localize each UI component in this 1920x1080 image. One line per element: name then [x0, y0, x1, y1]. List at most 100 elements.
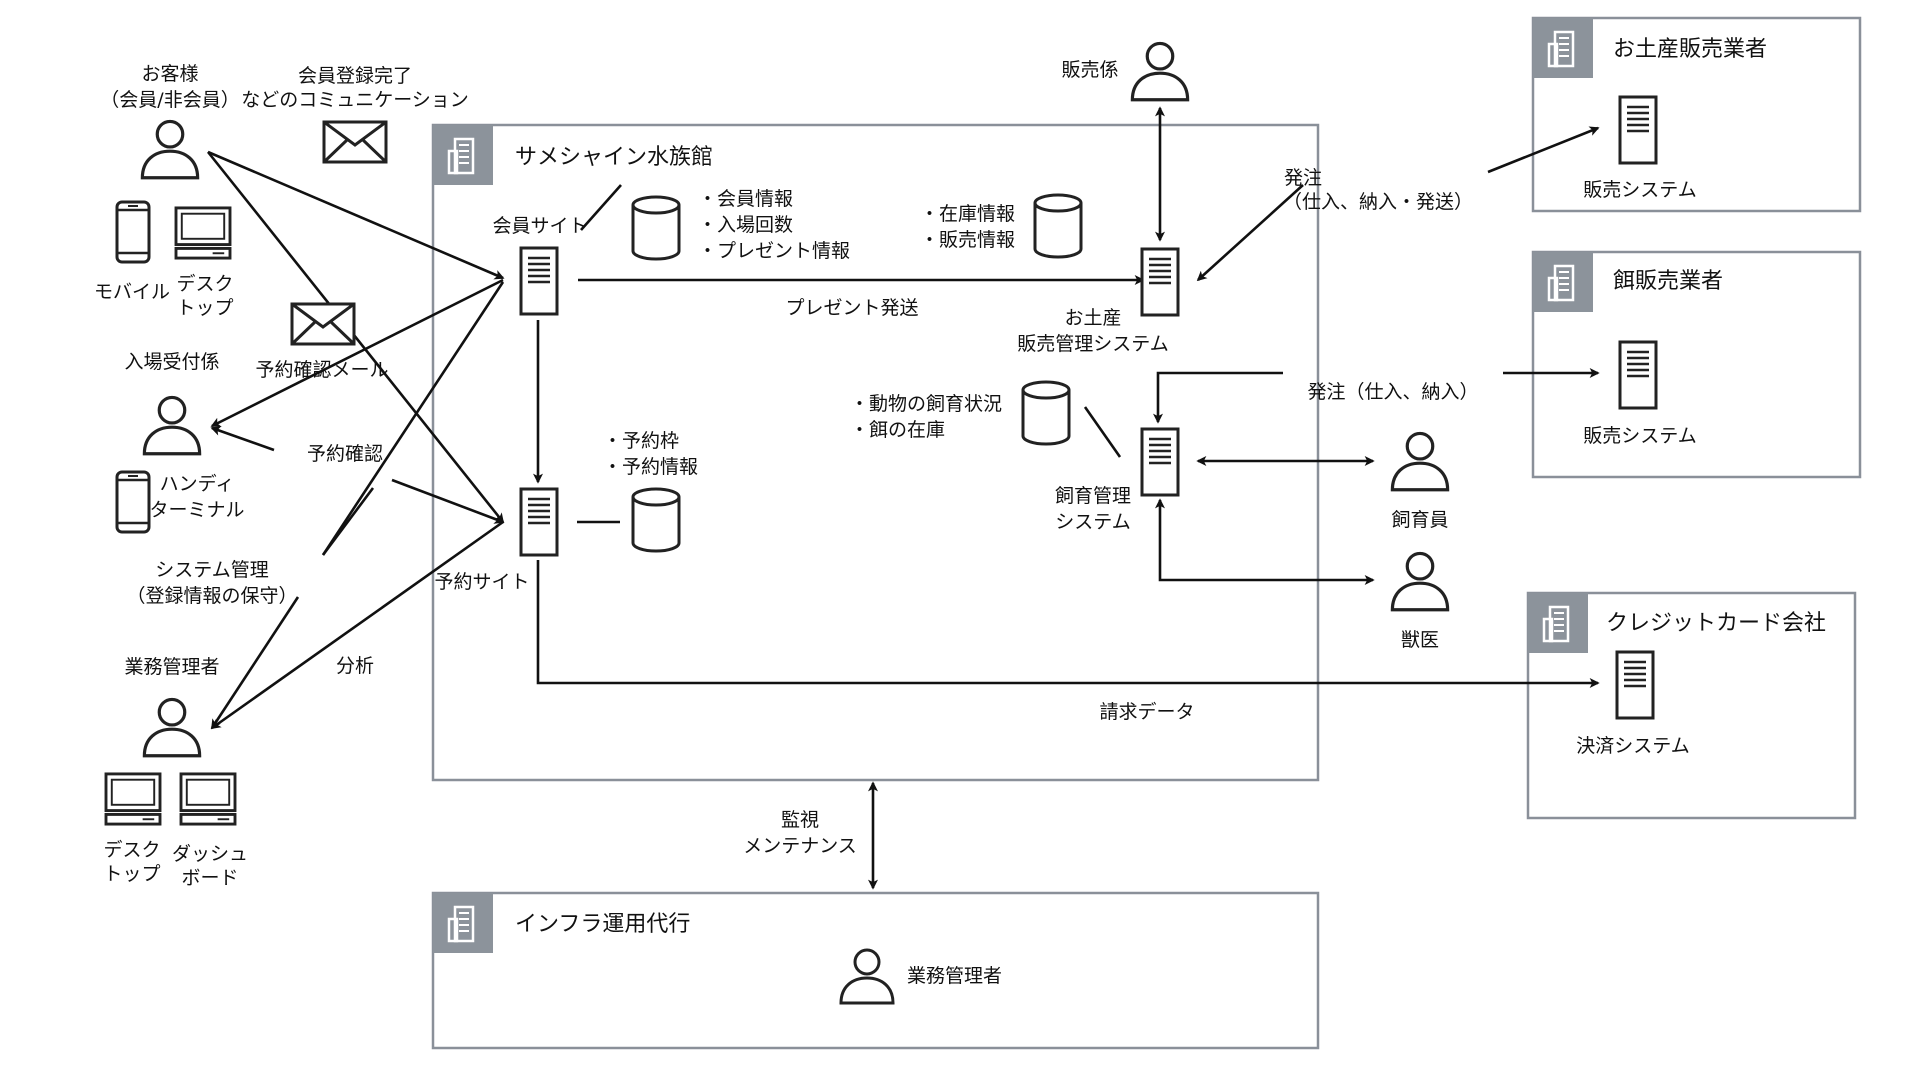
- desktop-admin-label-2: トップ: [103, 863, 160, 885]
- feed-vendor-system: 販売システム: [1583, 340, 1697, 447]
- member-db-item-2: ・入場回数: [698, 214, 793, 236]
- desktop-label-2: トップ: [176, 297, 233, 319]
- dashboard-icon: [179, 772, 237, 826]
- present-delivery-label: プレゼント発送: [785, 297, 918, 319]
- arrow-reservation-site-admin: [210, 520, 504, 730]
- souvenir-db-item-2: ・販売情報: [920, 229, 1015, 251]
- order-feed-label: 発注（仕入、納入）: [1307, 381, 1478, 403]
- arrow-billing-data: [536, 560, 1600, 688]
- group-infra: インフラ運用代行: [431, 891, 1320, 1050]
- smartphone-icon: [115, 200, 151, 264]
- arrow-feed-order-breeding: [1153, 371, 1283, 424]
- server-icon: [1618, 95, 1658, 165]
- group-souvenir-vendor-title: お土産販売業者: [1613, 37, 1767, 62]
- feed-vendor-system-label: 販売システム: [1583, 425, 1696, 447]
- desktop-icon: [104, 772, 162, 826]
- connections: [206, 106, 1600, 890]
- order-souvenir: 発注 （仕入、納入・発送）: [1283, 167, 1473, 213]
- member-comm-label: 会員登録完了: [298, 65, 412, 87]
- group-credit-company: クレジットカード会社: [1526, 591, 1857, 820]
- device-dashboard: ダッシュ ボード: [172, 772, 248, 889]
- reservation-db: ・予約枠 ・予約情報: [603, 430, 698, 553]
- server-icon: [1618, 340, 1658, 410]
- mail-icon: [290, 302, 356, 346]
- monitoring: 監視 メンテナンス: [743, 809, 857, 857]
- entrance-staff-label: 入場受付係: [124, 351, 219, 373]
- arrow-system-admin-admin: [210, 596, 300, 730]
- person-icon: [1390, 431, 1450, 492]
- breeding-system-label-2: システム: [1055, 511, 1130, 533]
- breeding-system: 飼育管理 システム: [1055, 427, 1180, 533]
- member-comm: 会員登録完了 などのコミュニケーション: [241, 65, 469, 164]
- member-site: 会員サイト: [492, 215, 588, 316]
- arrow-order-to-vendor: [1487, 126, 1600, 174]
- keeper-label: 飼育員: [1391, 509, 1448, 531]
- customer-sublabel: （会員/非会員）: [100, 89, 239, 111]
- monitoring-sublabel: メンテナンス: [743, 835, 857, 857]
- desktop-admin-label: デスク: [103, 839, 160, 861]
- database-icon: [1021, 380, 1071, 446]
- arrow-order-to-souvenir: [1196, 184, 1304, 282]
- system-admin: システム管理 （登録情報の保守）: [126, 559, 297, 607]
- server-icon: [519, 487, 559, 557]
- device-mobile: モバイル: [94, 200, 170, 303]
- handy-label-2: ターミナル: [149, 499, 244, 521]
- building-icon: [433, 893, 493, 953]
- dashboard-label: ダッシュ: [172, 843, 248, 865]
- device-handy: ハンディ ターミナル: [115, 470, 245, 534]
- payment-system: 決済システム: [1576, 650, 1690, 757]
- sales-staff: 販売係: [1061, 41, 1190, 102]
- desktop-icon: [174, 206, 232, 260]
- customer-label: お客様: [141, 63, 198, 85]
- person-icon: [1390, 551, 1450, 612]
- reservation-mail-label: 予約確認メール: [255, 359, 388, 381]
- infra-admin-label: 業務管理者: [907, 965, 1002, 987]
- souvenir-vendor-system-label: 販売システム: [1583, 179, 1696, 201]
- souvenir-db: ・在庫情報 ・販売情報: [920, 193, 1083, 259]
- person-icon: [140, 119, 200, 180]
- arrow-reservation-check-site: [391, 478, 505, 524]
- payment-system-label: 決済システム: [1576, 735, 1689, 757]
- line-member-site-admin: [321, 281, 505, 556]
- building-icon: [1533, 18, 1593, 78]
- souvenir-system-label: お土産: [1064, 307, 1121, 329]
- device-desktop-customer: デスク トップ: [174, 206, 234, 319]
- arrow-breeding-vet: [1155, 498, 1375, 585]
- building-icon: [433, 125, 493, 185]
- reservation-db-item-1: ・予約枠: [603, 430, 679, 452]
- arrow-member-site-entrance: [210, 278, 504, 428]
- system-admin-label: システム管理: [155, 559, 268, 581]
- line-breeding-db: [1083, 406, 1122, 458]
- monitoring-label: 監視: [781, 809, 819, 831]
- mail-icon: [322, 120, 388, 164]
- breeding-db-item-1: ・動物の飼育状況: [850, 393, 1002, 415]
- handy-label: ハンディ: [160, 473, 235, 495]
- person-icon: [142, 395, 202, 456]
- database-icon: [631, 487, 681, 553]
- vet-label: 獣医: [1401, 629, 1439, 651]
- group-feed-vendor-title: 餌販売業者: [1613, 269, 1723, 294]
- server-icon: [1140, 427, 1180, 497]
- breeding-db: ・動物の飼育状況 ・餌の在庫: [850, 380, 1071, 446]
- vet: 獣医: [1390, 551, 1450, 651]
- customer: お客様 （会員/非会員）: [100, 63, 240, 180]
- server-icon: [1140, 247, 1180, 317]
- member-site-label: 会員サイト: [492, 215, 587, 237]
- member-db: ・会員情報 ・入場回数 ・プレゼント情報: [631, 188, 850, 262]
- sales-staff-label: 販売係: [1061, 59, 1118, 81]
- group-aquarium: サメシャイン水族館: [431, 123, 1320, 782]
- member-comm-sublabel: などのコミュニケーション: [241, 89, 469, 111]
- building-icon: [1528, 593, 1588, 653]
- building-icon: [1533, 252, 1593, 312]
- business-admin-left: 業務管理者: [124, 656, 220, 758]
- reservation-mail: 予約確認メール: [255, 302, 389, 381]
- reservation-db-item-2: ・予約情報: [603, 456, 698, 478]
- group-infra-title: インフラ運用代行: [515, 912, 690, 937]
- reservation-site-label: 予約サイト: [434, 571, 529, 593]
- arrow-customer-member-site: [207, 150, 505, 280]
- souvenir-db-item-1: ・在庫情報: [920, 203, 1015, 225]
- group-credit-company-title: クレジットカード会社: [1606, 611, 1826, 636]
- infra-admin: 業務管理者: [839, 948, 1002, 1005]
- person-icon: [1130, 41, 1190, 102]
